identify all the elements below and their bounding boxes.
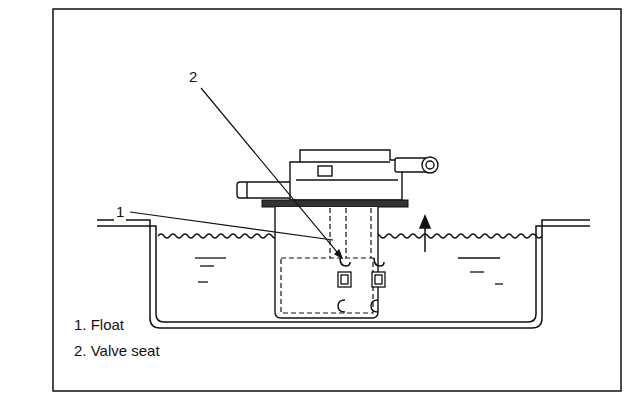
valve-body [275,207,378,318]
leader-lines [130,88,342,258]
callout-number: 1 [114,203,126,221]
callout-number: 2 [187,68,199,86]
legend-key-text: 1. Float [72,316,126,334]
upward-arrow [420,216,430,252]
valve-housing [237,150,438,200]
frame [53,9,621,391]
valve-seats [340,258,384,266]
float-windows [338,272,385,287]
flange [262,200,408,207]
float-outline [281,208,373,313]
legend-key-text: 2. Valve seat [72,342,162,360]
float-marks [338,300,378,312]
